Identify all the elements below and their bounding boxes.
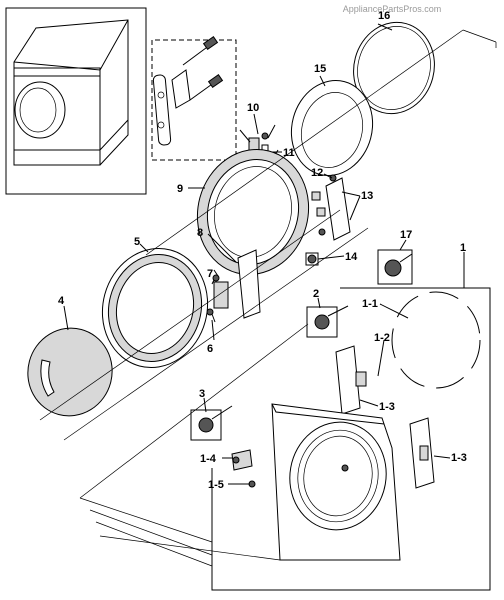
inner-door-frame-part-9	[196, 149, 310, 275]
label-16: 16	[378, 10, 390, 22]
label-15: 15	[314, 63, 326, 75]
gasket-ring-part-16	[353, 21, 435, 115]
label-1: 1	[460, 242, 466, 254]
latch-and-hinge-parts	[206, 174, 351, 323]
label-4: 4	[58, 295, 65, 307]
label-6: 6	[207, 343, 213, 355]
label-1-1: 1-1	[362, 298, 378, 310]
label-12: 12	[311, 167, 323, 179]
leader-lines	[63, 23, 465, 485]
label-11: 11	[283, 147, 295, 159]
label-2: 2	[313, 288, 319, 300]
label-13: 13	[361, 190, 373, 202]
door-cover-part-4	[27, 327, 113, 417]
hinge-plates-parts-1-2-1-3	[335, 345, 435, 489]
label-1-3-b: 1-3	[451, 452, 467, 464]
callout-labels: 16 15 10 11 9 12 13 8 7 6 5 4 14 17 1 2 …	[58, 10, 467, 491]
hinge-hardware-inset	[151, 36, 237, 161]
screw-callouts	[190, 249, 413, 441]
label-1-2: 1-2	[374, 332, 390, 344]
label-1-4: 1-4	[200, 453, 217, 465]
label-9: 9	[177, 183, 183, 195]
label-7: 7	[207, 268, 213, 280]
front-panel-assembly	[271, 403, 401, 561]
label-1-5: 1-5	[208, 479, 224, 491]
watermark: AppliancePartsPros.com	[343, 4, 442, 14]
label-14: 14	[345, 251, 358, 263]
washer-overview-inset	[5, 7, 147, 195]
label-8: 8	[197, 227, 203, 239]
gasket-part-1-1	[391, 291, 481, 389]
assembly-1-frame	[211, 287, 491, 591]
label-10: 10	[247, 102, 259, 114]
label-5: 5	[134, 236, 140, 248]
outer-door-ring-part-5	[101, 248, 209, 368]
label-1-3-a: 1-3	[379, 401, 395, 413]
assembly-guide-lines	[39, 29, 497, 567]
label-3: 3	[199, 388, 205, 400]
label-17: 17	[400, 229, 412, 241]
door-glass-part-15	[290, 79, 374, 177]
switch-and-screw-parts-1-4-1-5	[231, 449, 256, 488]
